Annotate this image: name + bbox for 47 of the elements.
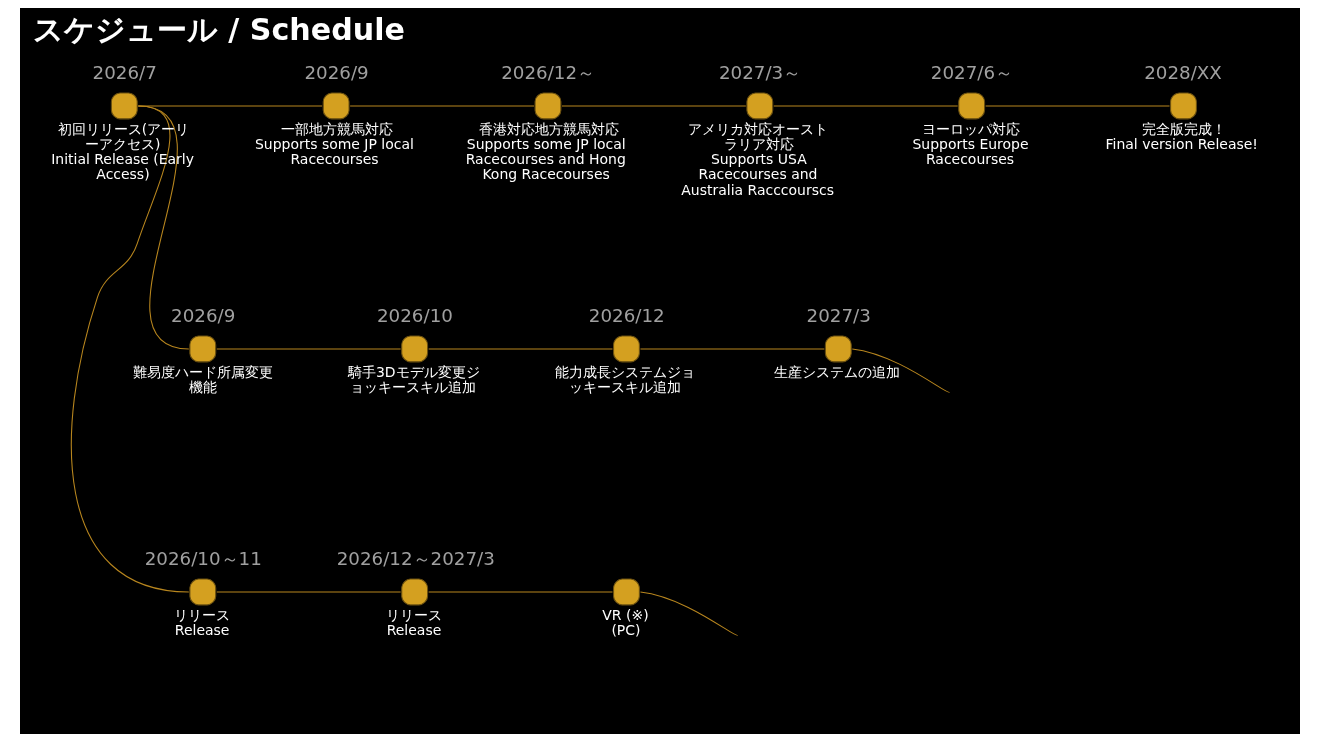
node-label: Final version Release! [1105,136,1258,153]
node-label: 2027/3 [806,305,871,327]
diagram-title: スケジュール / Schedule [32,11,405,47]
connector [639,591,738,636]
connector [427,348,613,350]
node-label: 2026/9 [170,305,235,327]
connector [560,105,746,107]
node-label: 2026/7 [92,62,157,84]
node-label: リリース [385,607,442,624]
node-label: 初回リリース(アーリーアクセス) [57,121,189,153]
connector [772,105,958,107]
node-label: 難易度ハード所属変更機能 [132,364,273,396]
node-label: Supports some JP local Racecourses and Hong Kong Racecourses [465,136,626,183]
node-label: 能力成長システムジョッキースキル追加 [554,364,695,396]
node-label: Supports Europe Racecourses [912,136,1029,168]
node-label: 2026/10～11 [144,548,262,570]
node-label: 生産システムの追加 [773,364,900,381]
node-label: 2026/9 [303,62,369,84]
node-label: Supports USA Racecourses and Australia Racccourscs [680,151,834,198]
node-label: アメリカ対応オーストラリア対応 [687,121,828,153]
node-label: Supports some JP local Racecourses [254,136,414,168]
node-label: ヨーロッパ対応 [921,121,1020,138]
node-label: 2026/12～2027/3 [336,548,495,570]
node-label: リリース [173,607,230,624]
node-label: Release [386,622,441,639]
connector [639,348,825,350]
node-label: 完全版完成！ [1141,121,1226,138]
node-label: 一部地方競馬対応 [280,121,393,138]
node-label: 2027/3～ [718,62,801,84]
node-label: VR (※) [601,607,649,624]
node-label: 香港対応地方競馬対応 [478,121,619,138]
connector [215,591,401,593]
connector [70,105,189,593]
connector [215,348,401,350]
node-label: 2026/12～ [500,62,595,84]
connector [984,105,1170,107]
node-label: Release [174,622,229,639]
connector [851,348,950,393]
node-label: 2026/12 [588,305,665,327]
connector [427,591,613,593]
node-label: Initial Release (Early Access) [50,151,194,183]
node-label: (PC) [610,622,640,639]
connector [349,105,535,107]
node-label: 2026/10 [376,305,453,327]
node-label: 騎手3Dモデル変更ジョッキースキル追加 [347,364,480,396]
node-label: 2028/XX [1143,62,1222,84]
node-label: 2027/6～ [930,62,1013,84]
